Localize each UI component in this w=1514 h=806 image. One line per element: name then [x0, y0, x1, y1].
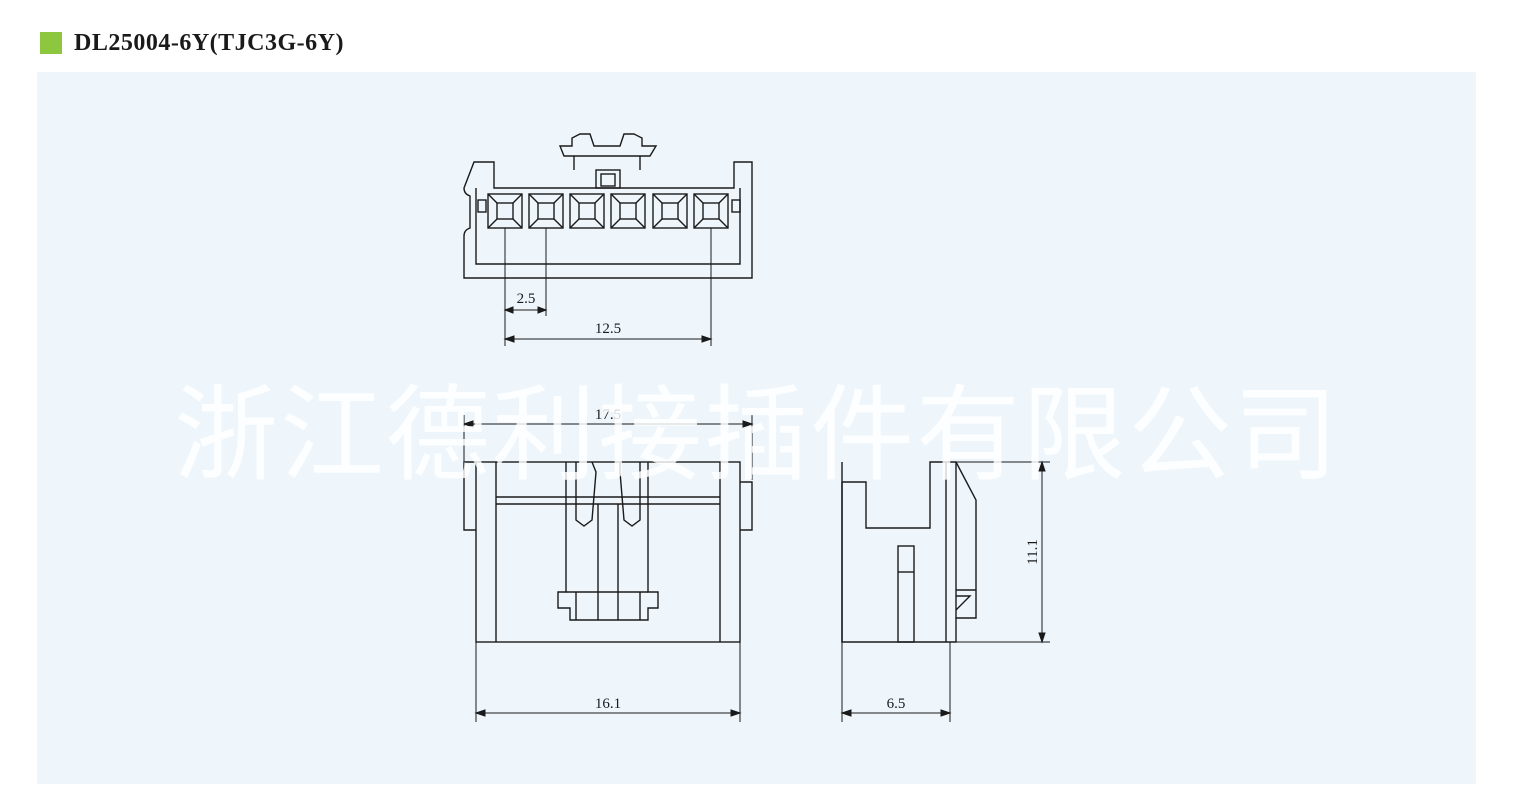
front-housing-inner [475, 188, 741, 265]
dim-pitch [503, 228, 713, 346]
latch-arm-right [619, 462, 641, 527]
side-view-b: 11.1 6.5 [840, 460, 1050, 722]
front-housing-outer [463, 161, 753, 279]
title-marker-square [40, 32, 62, 54]
dim-bottom-width [474, 642, 742, 722]
body-outline [475, 461, 741, 643]
header: DL25004-6Y(TJC3G-6Y) [40, 28, 344, 58]
pin-cavity-1 [487, 193, 523, 229]
dim-height-label: 11.1 [1025, 539, 1041, 565]
pin-cavity-5 [652, 193, 688, 229]
pin-cavity-2 [528, 193, 564, 229]
dim-pitch-label: 2.5 [517, 291, 536, 307]
drawing-panel [37, 72, 1476, 784]
front-view: 2.5 12.5 [463, 133, 753, 346]
dim-pin-span-label: 12.5 [595, 321, 621, 337]
dim-top-width-label: 17.5 [595, 407, 621, 423]
dim-height [946, 460, 1050, 644]
latch-arm-left [575, 461, 597, 527]
pin-cavity-3 [569, 193, 605, 229]
dim-depth [840, 642, 952, 722]
dim-top-width [462, 415, 754, 480]
pin-cavity-6 [693, 193, 729, 229]
side-view-a: 17.5 16.1 [462, 407, 754, 722]
dim-depth-label: 6.5 [887, 696, 906, 712]
pin-cavity-4 [610, 193, 646, 229]
dim-bottom-width-label: 16.1 [595, 696, 621, 712]
front-latch [558, 133, 658, 157]
page-title: DL25004-6Y(TJC3G-6Y) [74, 29, 344, 56]
